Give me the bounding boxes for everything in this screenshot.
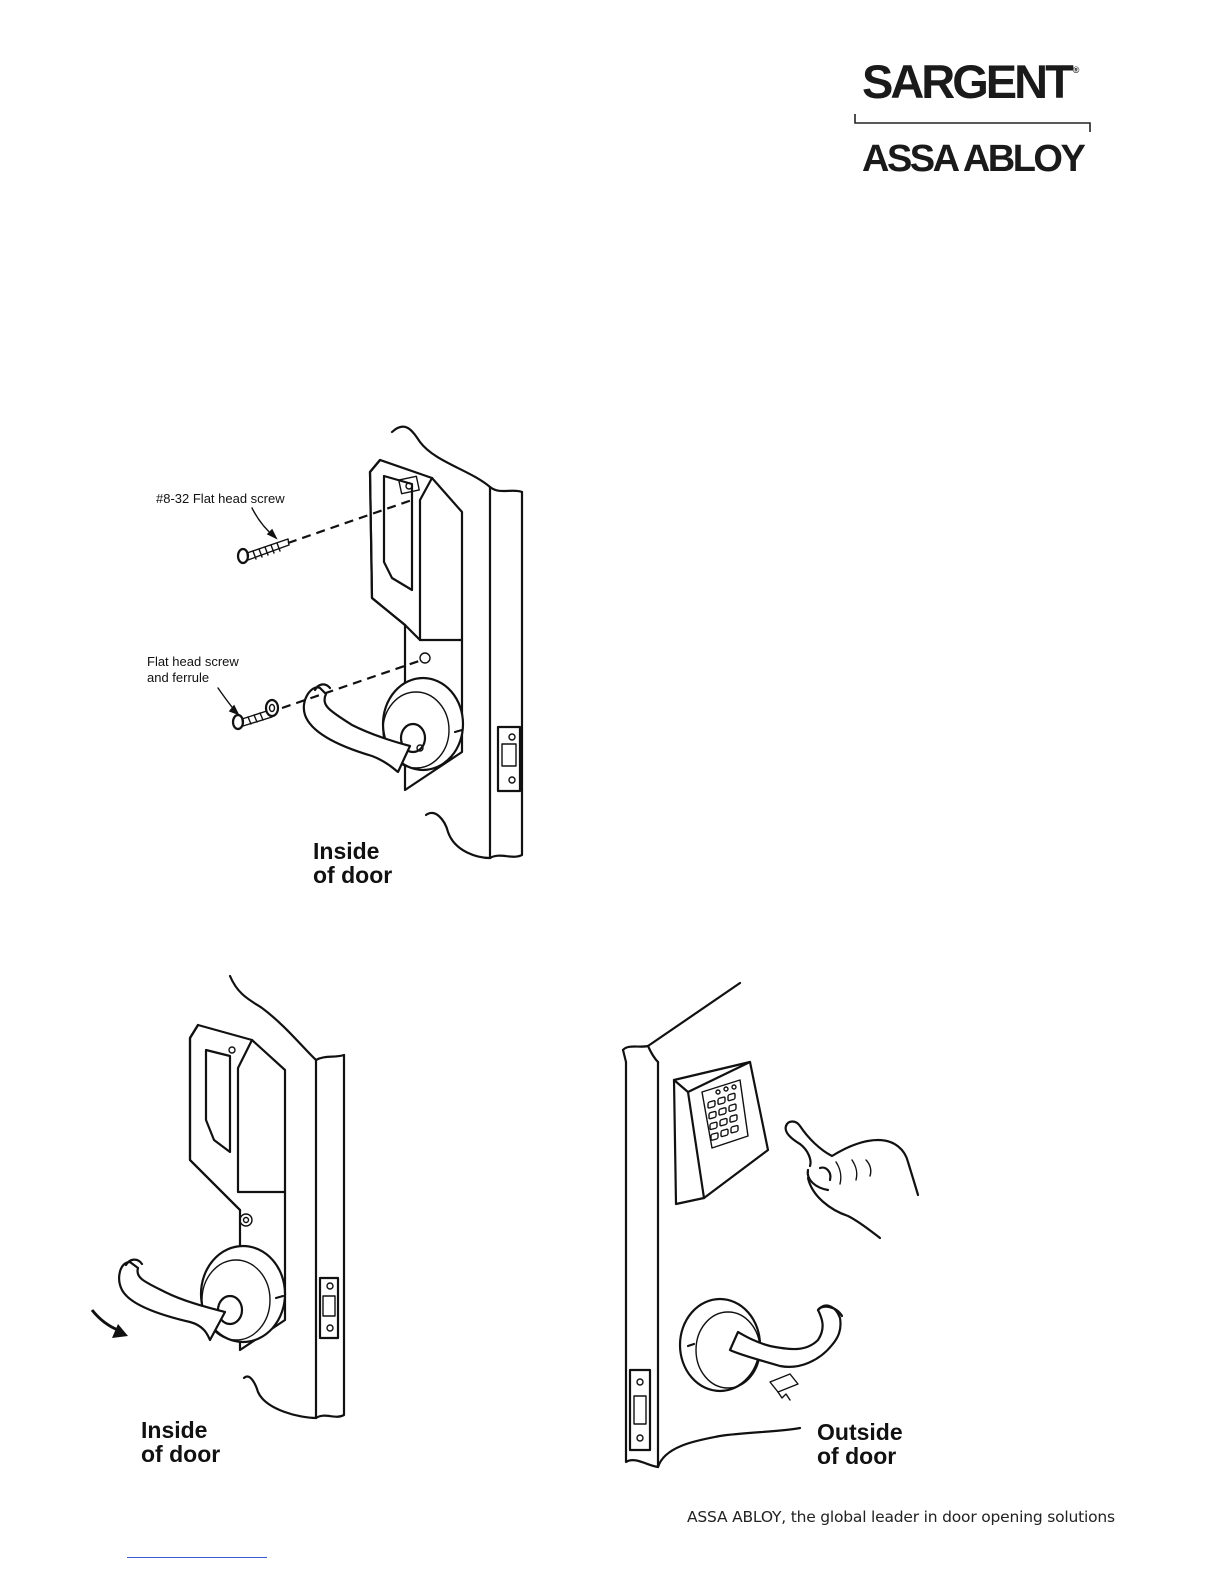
figure-3-label-line2: of door <box>817 1444 896 1468</box>
figure-3-label-line1: Outside <box>817 1420 903 1444</box>
footer-tagline: ASSA ABLOY, the global leader in door op… <box>687 1508 1115 1526</box>
hand-pointer-icon <box>786 1122 918 1239</box>
footer-link-underline[interactable] <box>127 1557 267 1558</box>
